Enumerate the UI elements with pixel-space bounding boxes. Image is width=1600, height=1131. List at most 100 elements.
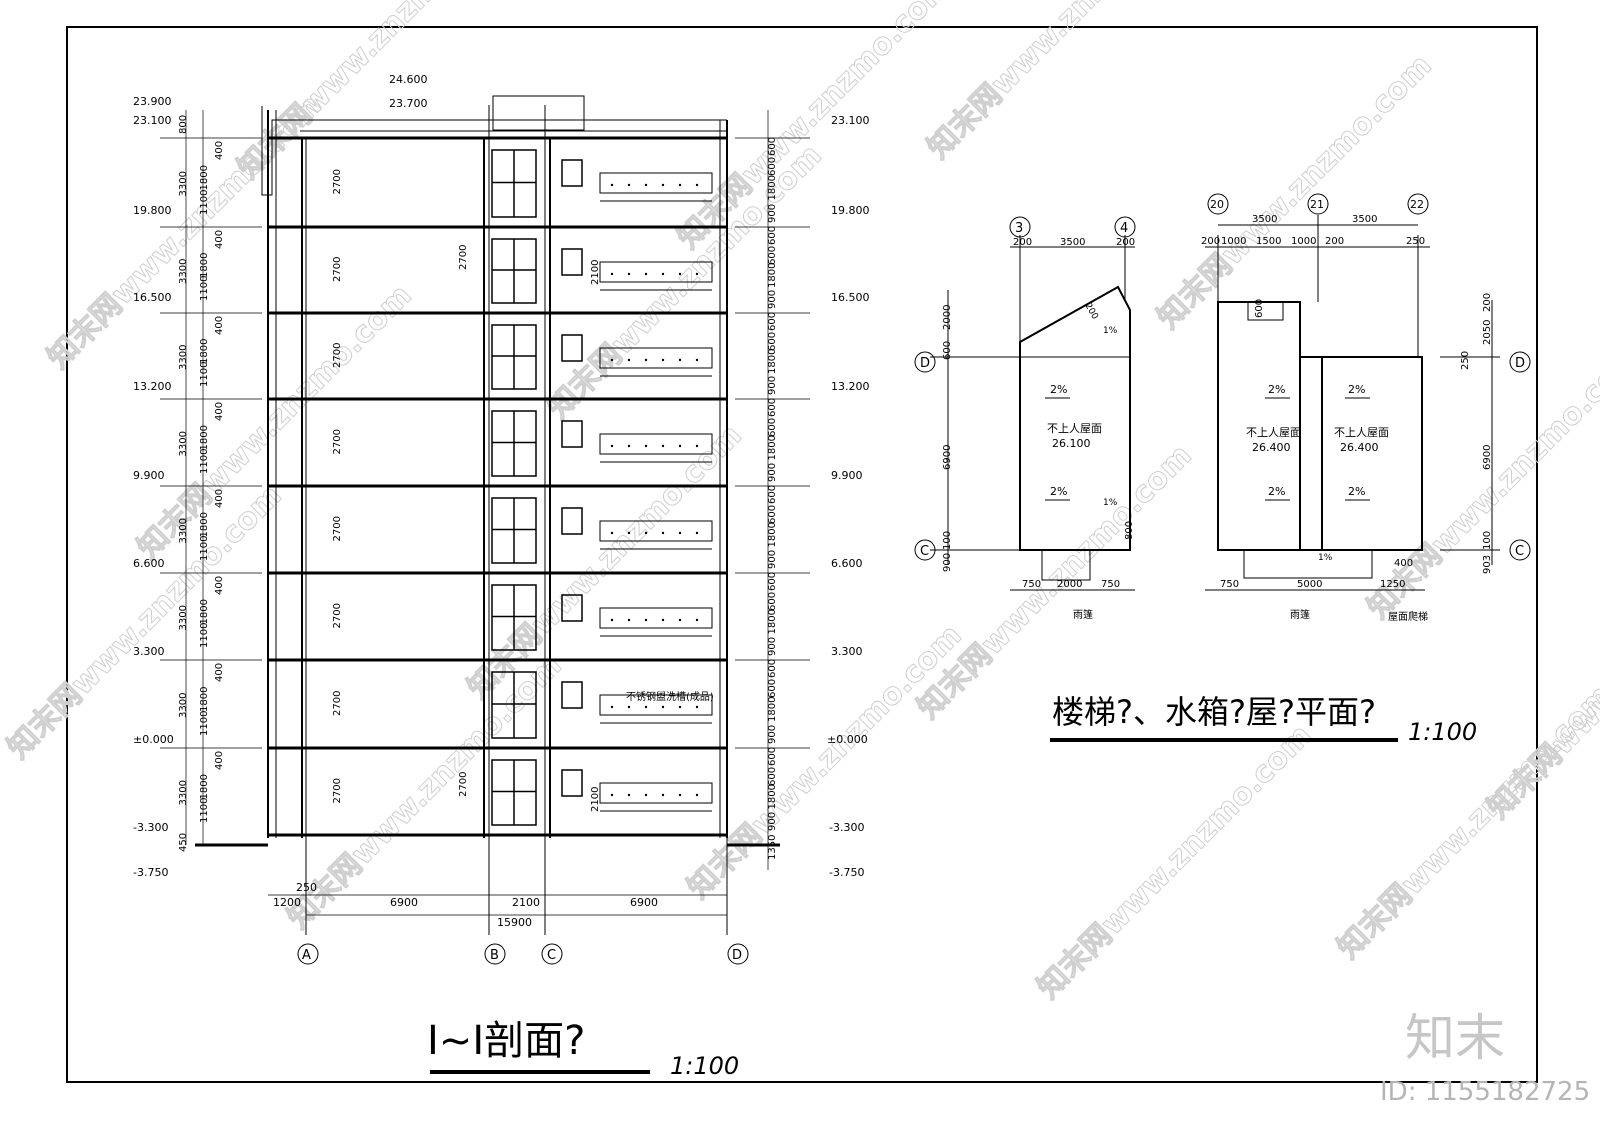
split-dim: 400 [214,576,225,595]
right-split-dim: 900 [767,376,778,395]
left-roof-label: 不上人屋面 [1047,422,1102,435]
watermark-text: 知末网www.znzmo.com [671,0,959,256]
right-split-dim: 1800 [767,175,778,200]
window-height-dim: 2100 [590,787,601,812]
dim-200-diag: 200 [1082,302,1099,322]
split-dim: 1100 [199,798,210,823]
dim-5000: 5000 [1297,579,1322,590]
slope-2pct: 2% [1050,383,1067,396]
sink-tap [610,618,614,622]
right-split-dim: 600 [767,767,778,786]
left-elev-3300: 3.300 [133,645,165,658]
right-split-dim: 600 [767,572,778,591]
slope-2pct: 2% [1050,485,1067,498]
right-elev-m3300: -3.300 [829,821,864,834]
split-dim: 1800 [199,512,210,537]
axis-bubble-d-right [1509,351,1531,373]
sink-tap [695,358,699,362]
sink-tap [661,272,665,276]
right-elev-13200: 13.200 [831,380,870,393]
split-dim: 400 [214,489,225,508]
section-title: I~I剖面? [427,1018,585,1064]
right-split-dim: 600 [767,485,778,504]
axis-label-c-left: C [920,544,929,559]
watermark-layer: 知末网www.znzmo.com 知末网www.znzmo.com 知末网www.z… [0,0,1600,1006]
split-dim: 1100 [199,276,210,301]
canopy-left: 雨篷 [1073,608,1093,621]
axis-bubble-d-left [914,351,936,373]
stair-block [491,584,583,651]
sink-counter [599,433,713,455]
stair-block [491,497,583,564]
axis-label-22: 22 [1410,198,1424,211]
axis-label-d-right: D [1515,356,1525,371]
dim-250: 250 [296,881,317,894]
right-split-dim: 600 [767,332,778,351]
dim-2000: 2000 [942,305,953,330]
sink-tap [695,705,699,709]
left-elev-23100: 23.100 [133,114,172,127]
sink-tap [678,531,682,535]
dim-1250: 1250 [1380,579,1405,590]
floor-height-dim: 3300 [178,345,189,370]
axis-label-d-left: D [920,356,930,371]
sink-block [599,261,713,291]
dim-6900-left: 6900 [390,896,418,909]
door-opening [561,420,583,448]
stair-blocks [491,149,583,826]
axis-bubble-c [541,943,563,965]
right-split-dim: 600 [767,592,778,611]
sink-tap [695,272,699,276]
left-elev-16500: 16.500 [133,291,172,304]
dim-2050: 2050 [1482,320,1493,345]
sheet-frame [66,26,1538,1083]
dim-200b: 200 [1116,237,1135,248]
sink-tap [627,705,631,709]
dim-400-plan: 400 [1394,558,1413,569]
sink-tap [661,793,665,797]
sink-counter [599,782,713,804]
axis-bubble-d [727,943,749,965]
split-dim: 1100 [199,623,210,648]
door-opening [561,159,583,187]
split-dim: 1800 [199,253,210,278]
axis-label-b: B [490,948,499,963]
split-dim: 1800 [199,425,210,450]
right-split-dim: 900 [767,290,778,309]
sink-tap [627,793,631,797]
brand-logo: 知末 [1405,1009,1505,1067]
split-dim: 1800 [199,165,210,190]
floor-height-dim: 3300 [178,259,189,284]
right-split-dim: 1800 [767,349,778,374]
sink-tap [678,793,682,797]
left-elev-9900: 9.900 [133,469,165,482]
door-opening [561,507,583,535]
dim-200-r: 200 [1482,293,1493,312]
dim-6900-right: 6900 [630,896,658,909]
axis-bubble-22 [1407,193,1429,215]
right-split-dim: 1800 [767,435,778,460]
right-elev-6600: 6.600 [831,557,863,570]
room-height-dim: 2700 [332,691,343,716]
right-elev-23100: 23.100 [831,114,870,127]
sink-counter [599,261,713,283]
watermark-text: 知末网www.znzmo.com [1,478,289,766]
plan-scale: 1:100 [1408,718,1477,746]
right-split-dim: 600 [767,418,778,437]
sink-tap [627,183,631,187]
right-elev-3300: 3.300 [831,645,863,658]
split-dim: 1100 [199,449,210,474]
right-plan-canopy [1243,549,1373,579]
room-height-dim: 2700 [458,245,469,270]
watermark-text: 知末网www.znzmo.com [1031,718,1319,1006]
right-split-dim: 900 [767,204,778,223]
sink-tap [661,444,665,448]
sink-counter [599,520,713,542]
plan-texts: 3 4 20 21 22 D C D C 200 3500 200 3500 3… [914,193,1531,746]
axis-label-a: A [302,948,311,963]
right-split-dim: 600 [767,137,778,156]
axis-label-20: 20 [1210,198,1224,211]
right-split-dim: 900 [767,550,778,569]
sink-tap [678,618,682,622]
sink-tap [627,272,631,276]
